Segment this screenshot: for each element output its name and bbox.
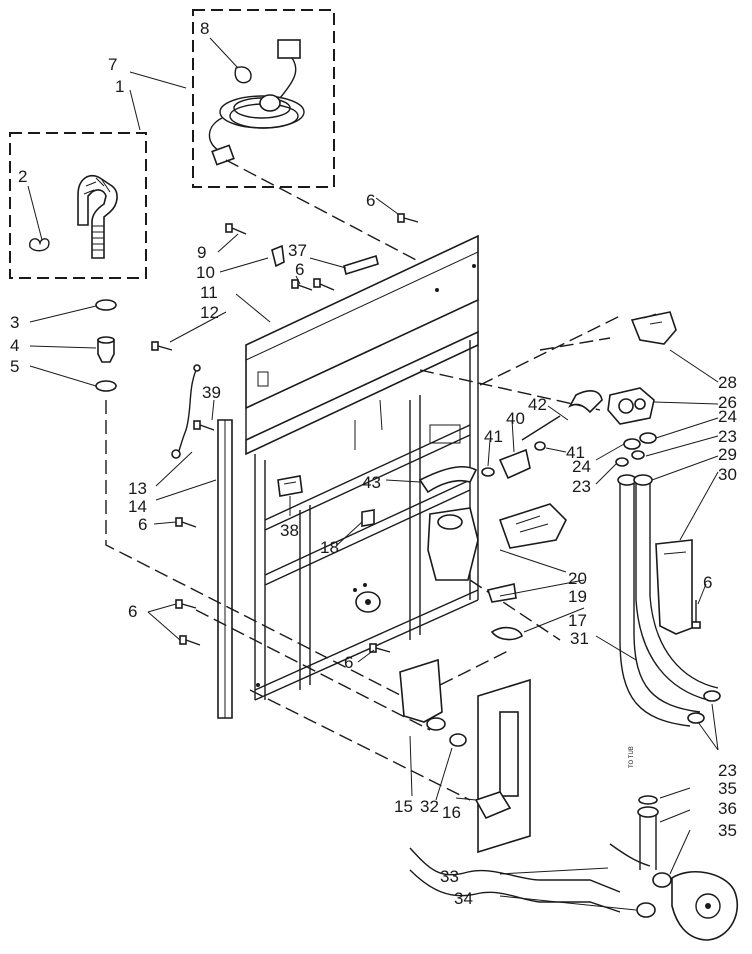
- callout-6-f: 6: [703, 573, 712, 592]
- callout-19: 19: [568, 587, 587, 606]
- callout-3: 3: [10, 313, 19, 332]
- annotation-to-tub: TO TUB: [629, 746, 635, 768]
- callout-1: 1: [115, 77, 124, 96]
- rear-panel-part: [245, 234, 479, 701]
- callout-29: 29: [718, 445, 737, 464]
- clamp-part-17: [490, 626, 523, 641]
- inlet-hose-part-31: [635, 480, 709, 701]
- duct-part-15: [399, 658, 443, 723]
- callout-32: 32: [420, 797, 439, 816]
- callout-28: 28: [718, 373, 737, 392]
- callout-43: 43: [362, 473, 381, 492]
- callout-23-a: 23: [572, 477, 591, 496]
- bracket-part-28: [630, 311, 677, 345]
- bracket-part-20: [498, 503, 567, 549]
- clamp-part-32: [449, 733, 467, 747]
- callout-2: 2: [18, 167, 27, 186]
- clip-part-18: [361, 509, 375, 527]
- callout-16: 16: [442, 803, 461, 822]
- drain-hose-part-33: [409, 847, 621, 893]
- callout-17: 17: [568, 611, 587, 630]
- callout-11: 11: [200, 283, 218, 302]
- power-cord-part: [208, 39, 305, 166]
- callout-23-c: 23: [718, 761, 737, 780]
- screen-part-23b: [631, 450, 645, 460]
- pump-part: [671, 870, 739, 941]
- callout-6-d: 6: [128, 602, 137, 621]
- callout-34: 34: [454, 889, 473, 908]
- bracket-part-30: [655, 539, 693, 635]
- callout-26: 26: [718, 393, 737, 412]
- hose-part-42: [568, 390, 603, 414]
- callout-12: 12: [200, 303, 219, 322]
- screen-part-23a: [615, 457, 629, 467]
- callout-9: 9: [197, 243, 206, 262]
- screw-parts: [151, 213, 701, 653]
- callout-31: 31: [570, 629, 589, 648]
- callout-8: 8: [200, 19, 209, 38]
- callout-13: 13: [128, 479, 147, 498]
- clip-part: [29, 238, 50, 252]
- callout-6-e: 6: [344, 653, 353, 672]
- kit-box-power-cord: [192, 9, 335, 188]
- kit-box-drain-hose: [9, 132, 147, 279]
- inlet-hose-part-29: [619, 480, 691, 727]
- callout-36: 36: [718, 799, 737, 818]
- callout-4: 4: [10, 336, 19, 355]
- strip-part-37: [343, 254, 379, 276]
- callout-41-b: 41: [566, 443, 585, 462]
- ring-part-41b: [534, 441, 546, 451]
- clamp-part-34: [636, 902, 656, 918]
- callout-14: 14: [128, 497, 147, 516]
- washer-part-24a: [623, 438, 641, 450]
- cabinet-slot: [499, 711, 519, 797]
- callout-6-c: 6: [138, 515, 147, 534]
- callout-37: 37: [288, 241, 307, 260]
- callout-38: 38: [280, 521, 299, 540]
- hose-segment: [474, 791, 512, 820]
- callout-30: 30: [718, 465, 737, 484]
- washer-part-24b: [639, 432, 657, 444]
- callout-20: 20: [568, 569, 587, 588]
- water-valve-part: [607, 387, 655, 425]
- callout-6-b: 6: [295, 260, 304, 279]
- clip-part-10: [271, 244, 285, 268]
- drain-hose-part: [77, 174, 118, 259]
- callout-5: 5: [10, 357, 19, 376]
- callout-6-a: 6: [366, 191, 375, 210]
- switch-part-38: [277, 475, 303, 497]
- ring-part-41a: [481, 467, 495, 477]
- fitting-part-40: [498, 448, 531, 480]
- callout-42: 42: [528, 395, 547, 414]
- callout-23-b: 23: [718, 427, 737, 446]
- callout-24-b: 24: [572, 457, 591, 476]
- callout-33: 33: [440, 867, 459, 886]
- callout-10: 10: [196, 263, 215, 282]
- leader-lines: [27, 37, 719, 911]
- callout-35-b: 35: [718, 821, 737, 840]
- dashed-leaders: [105, 159, 621, 801]
- ground-wire-part: [177, 369, 197, 455]
- callout-41-a: 41: [484, 427, 503, 446]
- callout-39: 39: [202, 383, 221, 402]
- callout-24-a: 24: [718, 407, 737, 426]
- callout-15: 15: [394, 797, 413, 816]
- clamp-part-top: [95, 299, 117, 311]
- callout-7: 7: [108, 55, 117, 74]
- clip-part-19: [486, 583, 517, 603]
- callout-40: 40: [506, 409, 525, 428]
- clamp-part-35a: [638, 795, 658, 805]
- clamp-part-bottom: [95, 380, 117, 392]
- clamp-part-35b: [652, 872, 672, 888]
- hose-part-36: [639, 812, 657, 870]
- tube-part-43: [418, 465, 478, 494]
- callout-18: 18: [320, 538, 339, 557]
- callout-labels: 1 2 3 4 5 6 6 6 6 6 6 7 8 9 10 11 12 13 …: [10, 19, 737, 908]
- callout-35-a: 35: [718, 779, 737, 798]
